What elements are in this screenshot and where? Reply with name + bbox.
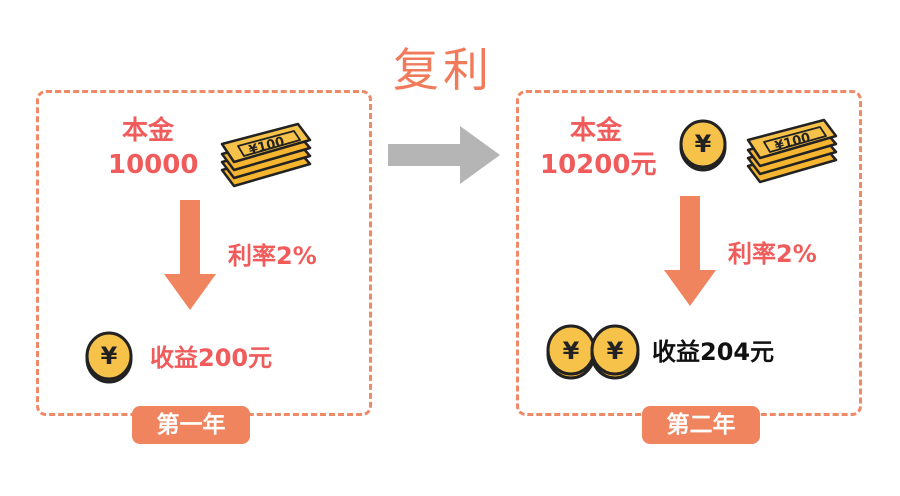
coin-icon: ¥: [679, 119, 727, 172]
down-arrow-icon: [164, 200, 216, 310]
coin-glyph: ¥: [101, 342, 118, 370]
year-two-rate: 利率2%: [728, 240, 817, 268]
transition-arrow-icon: [388, 126, 500, 184]
year-two-principal-value: 10200元: [540, 150, 657, 180]
banknote-stack-icon: ¥100: [220, 122, 312, 188]
banknote-stack-icon: ¥100: [746, 118, 838, 184]
year-one-principal-label: 本金: [122, 116, 175, 146]
coin-glyph: ¥: [695, 130, 712, 158]
double-coin-icon: ¥ ¥: [546, 324, 640, 380]
year-one-rate: 利率2%: [228, 242, 317, 270]
year-two-income: 收益204元: [652, 338, 775, 366]
coin-icon: ¥: [85, 331, 133, 384]
coin-glyph: ¥: [563, 337, 580, 365]
down-arrow-icon: [664, 196, 716, 306]
year-two-tab: 第二年: [642, 406, 760, 444]
year-two-principal-label: 本金: [570, 116, 623, 146]
year-one-principal-value: 10000: [108, 150, 199, 180]
year-one-tab: 第一年: [132, 406, 250, 444]
coin-glyph: ¥: [607, 337, 624, 365]
year-one-income: 收益200元: [150, 344, 273, 372]
compound-interest-title: 复利: [393, 43, 493, 97]
